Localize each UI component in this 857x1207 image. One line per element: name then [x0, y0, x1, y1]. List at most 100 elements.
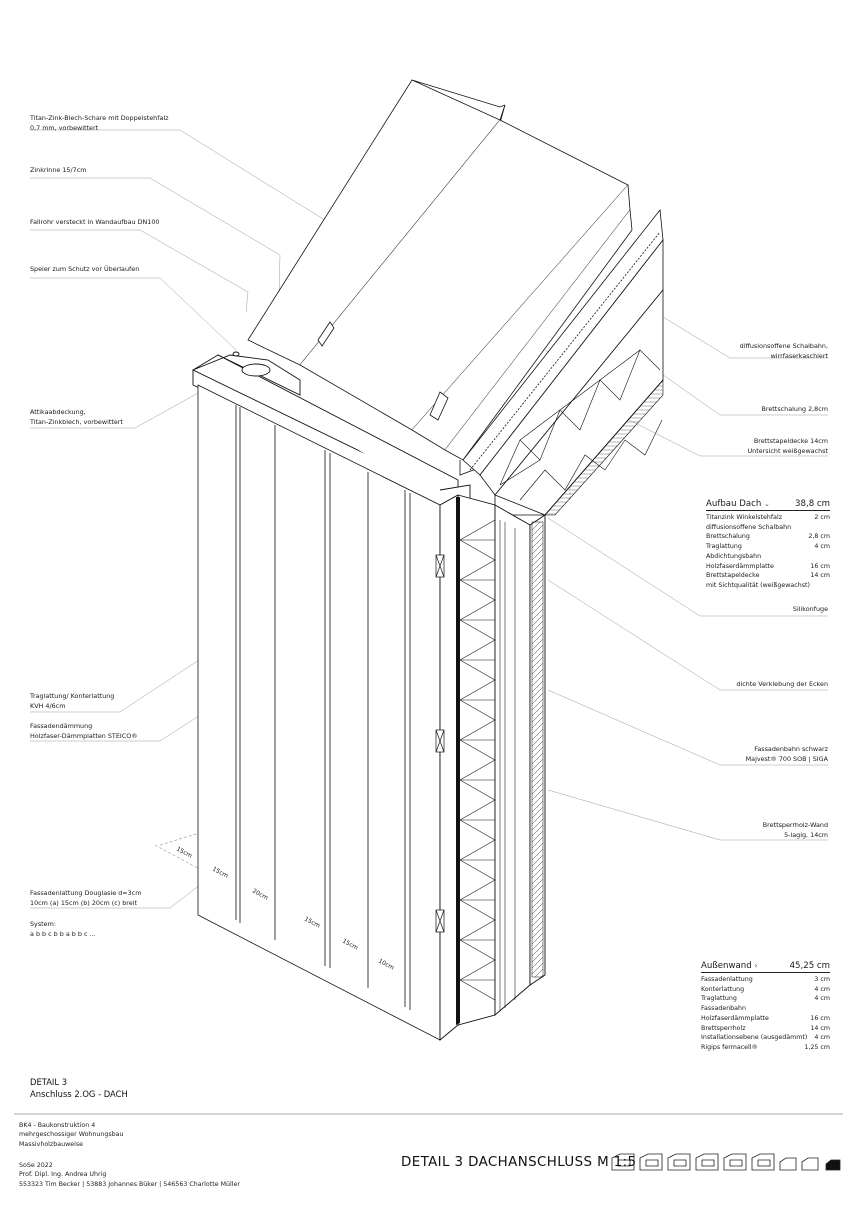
brettstapel-hatch: [544, 379, 664, 516]
label-clt-wall: Brettsperrholz-Wand 5-lagig, 14cm: [763, 821, 828, 840]
label-roof-sheet-line1: Titan-Zink-Blech-Schare mit Doppelstehfa…: [30, 114, 169, 122]
label-stacked-ceiling-line1: Brettstapeldecke 14cm: [753, 437, 828, 445]
label-roof-sheet: Titan-Zink-Blech-Schare mit Doppelstehfa…: [30, 114, 169, 133]
label-boarding: Brettschalung 2,8cm: [762, 405, 829, 415]
chevron-down-icon: ⌄: [764, 500, 770, 508]
footer-course-line3: Massivholzbauweise: [19, 1140, 84, 1148]
label-membrane-line2: wirrfaserkaschiert: [770, 351, 828, 360]
label-system-line1: System:: [30, 920, 56, 928]
footer-authors: SoSe 2022 Prof. Dipl. Ing. Andrea Uhrig …: [19, 1161, 240, 1189]
wall-row: Rigips fermacell®1,25 cm: [701, 1043, 830, 1051]
label-corner-seal-line1: dichte Verklebung der Ecken: [736, 680, 828, 688]
label-gutter: Zinkrinne 15/7cm: [30, 166, 86, 176]
label-clt-wall-line2: 5-lagig, 14cm: [784, 830, 828, 839]
section-icon-7: [779, 1157, 797, 1171]
section-icon-6: [751, 1153, 775, 1171]
section-icon-3: [667, 1153, 691, 1171]
roof-buildup-title: Aufbau Dach ⌄: [706, 499, 770, 509]
leader-lines-right: [547, 311, 828, 841]
footer-course-info: BK4 - Baukonstruktion 4 mehrgeschossiger…: [19, 1121, 124, 1149]
label-battens-line1: Traglattung/ Konterlattung: [30, 692, 115, 700]
label-facade-boards: Fassadenlattung Douglasie d=3cm 10cm (a)…: [30, 889, 141, 908]
detail-subtitle: Anschluss 2.OG - DACH: [30, 1089, 128, 1100]
facade-membrane: [456, 497, 460, 1025]
label-downpipe: Fallrohr versteckt in Wandaufbau DN100: [30, 218, 159, 228]
wall-clt-hatch: [531, 521, 544, 978]
section-icon-1: [611, 1153, 635, 1171]
footer-course-line1: BK4 - Baukonstruktion 4: [19, 1122, 96, 1129]
label-stacked-ceiling-line2: Untersicht weißgewachst: [747, 446, 829, 455]
label-downpipe-line1: Fallrohr versteckt in Wandaufbau DN100: [30, 218, 160, 226]
label-membrane-line1: diffusionsoffene Schalbahn,: [739, 342, 828, 350]
label-facade-boards-line2: 10cm (a) 15cm (b) 20cm (c) breit: [30, 898, 138, 907]
wall-buildup-total: 45,25 cm: [789, 961, 830, 971]
roof-row: Abdichtungsbahn: [706, 552, 762, 560]
roof-row: diffusionsoffene Schalbahn: [706, 523, 792, 531]
roof-buildup-header: Aufbau Dach ⌄ 38,8 cm: [706, 498, 830, 511]
facade-boards: [197, 384, 441, 1041]
roof-buildup-total: 38,8 cm: [795, 499, 830, 509]
label-battens: Traglattung/ Konterlattung KVH 4/6cm: [30, 692, 114, 711]
label-system: System: a b b c b b a b b c ...: [30, 920, 96, 939]
section-icon-8: [801, 1157, 819, 1171]
footer-term: SoSe 2022: [19, 1162, 53, 1169]
label-attic-cover-line2: Titan-Zinkblech, vorbewittert: [30, 417, 123, 426]
section-icon-4: [695, 1153, 719, 1171]
label-facade-boards-line1: Fassadenlattung Douglasie d=3cm: [30, 889, 142, 897]
label-facade-insulation-line2: Holzfaser-Dämmplatten STEICO®: [30, 731, 138, 740]
roof-row: mit Sichtqualität (weißgewachst): [706, 581, 810, 589]
label-facade-membrane: Fassadenbahn schwarz Majvest® 700 SOB | …: [746, 745, 828, 764]
chevron-right-icon: ›: [754, 961, 758, 970]
label-silicone-joint-line1: Silikonfuge: [792, 605, 828, 613]
label-gutter-line1: Zinkrinne 15/7cm: [30, 166, 87, 174]
roof-standing-seam: [247, 79, 633, 476]
label-system-line2: a b b c b b a b b c ...: [30, 929, 96, 938]
label-boarding-line1: Brettschalung 2,8cm: [761, 405, 829, 413]
leader-lines-left: [30, 129, 443, 909]
detail-caption: DETAIL 3 Anschluss 2.OG - DACH: [30, 1076, 128, 1100]
wall-row: Installationsebene (ausgedämmt)4 cm: [701, 1034, 830, 1042]
footer-course-line2: mehrgeschossiger Wohnungsbau: [19, 1131, 124, 1139]
section-icon-5: [723, 1153, 747, 1171]
label-corner-seal: dichte Verklebung der Ecken: [736, 680, 828, 690]
section-icon-2: [639, 1153, 663, 1171]
roof-buildup-table: Aufbau Dach ⌄ 38,8 cm Titanzink Winkelst…: [706, 498, 830, 591]
label-attic-cover: Attikaabdeckung, Titan-Zinkblech, vorbew…: [30, 408, 123, 427]
footer-students: 553323 Tim Becker | 53883 Johannes Büker…: [19, 1180, 240, 1188]
roof-buildup-section: [462, 208, 664, 516]
label-overflow-spout: Speier zum Schutz vor Überlaufen: [30, 265, 139, 275]
label-stacked-ceiling: Brettstapeldecke 14cm Untersicht weißgew…: [748, 437, 829, 456]
section-icon-9-active: [825, 1159, 841, 1171]
wall-section: [439, 494, 546, 1041]
label-battens-line2: KVH 4/6cm: [30, 701, 66, 710]
sheet-title: DETAIL 3 DACHANSCHLUSS M 1:5: [401, 1155, 637, 1170]
label-clt-wall-line1: Brettsperrholz-Wand: [762, 821, 828, 829]
label-facade-insulation-line1: Fassadendämmung: [30, 722, 93, 730]
detail-number: DETAIL 3: [30, 1077, 68, 1087]
label-silicone-joint: Silikonfuge: [793, 605, 828, 615]
wall-buildup-title: Außenwand ›: [701, 961, 758, 971]
wall-row: Fassadenbahn: [701, 1005, 747, 1013]
label-facade-membrane-line1: Fassadenbahn schwarz: [754, 745, 828, 753]
wall-buildup-header: Außenwand › 45,25 cm: [701, 960, 830, 973]
label-roof-sheet-line2: 0,7 mm, vorbewittert: [30, 123, 99, 132]
label-overflow-spout-line1: Speier zum Schutz vor Überlaufen: [30, 265, 140, 273]
section-icons: [611, 1153, 841, 1171]
label-attic-cover-line1: Attikaabdeckung,: [30, 408, 86, 416]
footer-professor: Prof. Dipl. Ing. Andrea Uhrig: [19, 1171, 107, 1179]
batten-crosses: [435, 554, 445, 933]
label-facade-membrane-line2: Majvest® 700 SOB | SIGA: [745, 754, 828, 763]
